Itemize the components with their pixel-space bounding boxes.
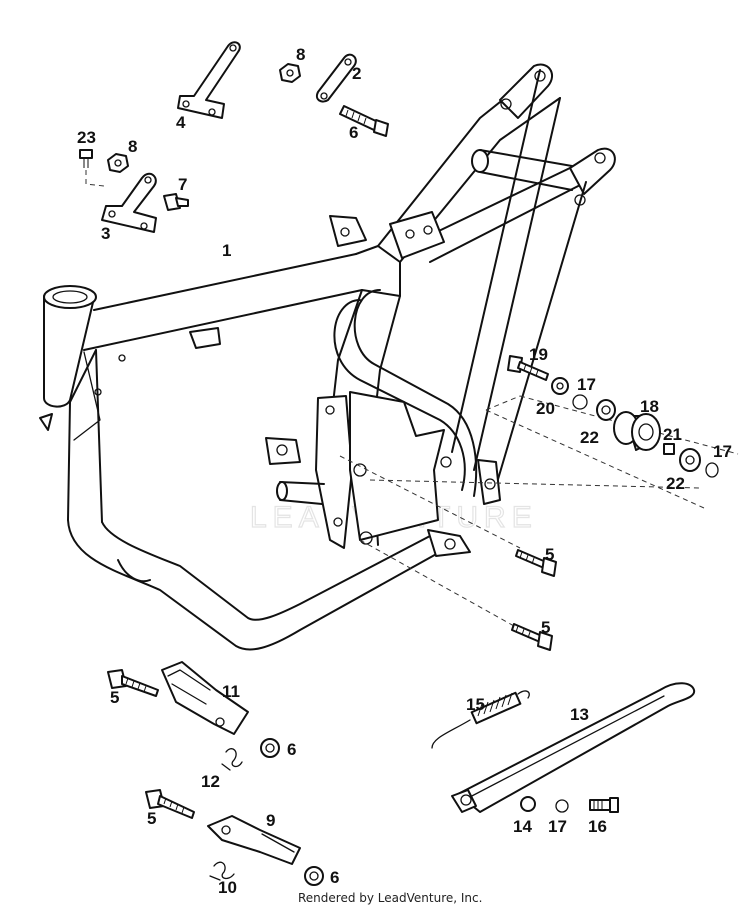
bolt-part-6-top <box>339 105 389 137</box>
callout-side-stand-13: 13 <box>570 705 589 724</box>
bushing-part-14 <box>520 796 536 812</box>
callout-footpeg-11: 11 <box>222 682 240 701</box>
bolt-part-5-peg-right <box>107 669 159 697</box>
callout-bolt-7: 7 <box>178 175 187 194</box>
washer-part-17-c <box>555 799 569 813</box>
callout-bolt-16: 16 <box>588 817 607 836</box>
side-stand-part-13 <box>451 682 696 813</box>
callout-bushing-14: 14 <box>513 817 532 836</box>
bolt-part-19 <box>507 355 549 381</box>
exploded-view-guides <box>85 170 739 627</box>
callout-bolt-19: 19 <box>529 345 548 364</box>
plate-part-2 <box>316 53 357 103</box>
washer-part-20 <box>551 377 569 395</box>
callout-bolt-5-low: 5 <box>541 618 550 637</box>
callout-frame: 1 <box>222 241 231 260</box>
bolt-part-16 <box>589 797 619 813</box>
footpeg-part-9 <box>207 815 301 865</box>
roller-part-18 <box>613 411 661 451</box>
spring-part-12 <box>221 748 243 771</box>
frame-drawing <box>39 63 616 651</box>
callout-bracket-3: 3 <box>101 224 110 243</box>
callout-washer-17-c: 17 <box>548 817 567 836</box>
callout-bolt-5-peg-right: 5 <box>110 688 119 707</box>
callout-washer-17-a: 17 <box>577 375 596 394</box>
callout-spring-12: 12 <box>201 772 220 791</box>
callout-bolt-5-peg-left: 5 <box>147 809 156 828</box>
nut-part-8-left <box>107 153 129 173</box>
bolt-part-5-mid <box>515 549 557 577</box>
spacer-part-21 <box>663 443 675 455</box>
spring-part-10 <box>209 861 235 881</box>
callout-roller-18: 18 <box>640 397 659 416</box>
screw-part-23 <box>79 149 93 168</box>
bolt-part-5-peg-left <box>145 789 195 819</box>
nut-part-8-top <box>279 63 301 83</box>
callout-bolt-6-top: 6 <box>349 123 358 142</box>
callout-washer-17-b: 17 <box>713 442 732 461</box>
callout-bracket-4: 4 <box>176 113 186 132</box>
callout-spacer-21: 21 <box>663 425 682 444</box>
callout-spring-15: 15 <box>466 695 485 714</box>
bolt-part-5-low <box>511 623 553 651</box>
bearing-part-22-b <box>679 448 701 472</box>
nut-part-6-peg-right <box>260 738 280 758</box>
callout-washer-20: 20 <box>536 399 555 418</box>
bolt-part-7 <box>163 193 189 211</box>
bracket-part-3 <box>101 172 157 233</box>
callout-screw-23: 23 <box>77 128 96 147</box>
bearing-part-22-a <box>596 399 616 421</box>
callout-bearing-22-b: 22 <box>666 474 685 493</box>
footer-credit: Rendered by LeadVenture, Inc. <box>298 891 482 905</box>
spring-part-15 <box>431 690 530 749</box>
callout-bolt-5-mid: 5 <box>545 545 554 564</box>
bracket-part-4 <box>177 41 241 119</box>
callout-nut-6-peg-right: 6 <box>287 740 296 759</box>
washer-part-17-a <box>572 394 588 410</box>
callout-nut-8-top: 8 <box>296 45 305 64</box>
washer-part-17-b <box>705 462 719 478</box>
callout-footpeg-9: 9 <box>266 811 275 830</box>
nut-part-6-peg-left <box>304 866 324 886</box>
callout-bearing-22-a: 22 <box>580 428 599 447</box>
callout-spring-10: 10 <box>218 878 237 897</box>
callout-bracket-2: 2 <box>352 64 361 83</box>
footpeg-part-11 <box>161 661 249 735</box>
callout-nut-8-left: 8 <box>128 137 137 156</box>
callout-nut-6-peg-left: 6 <box>330 868 339 887</box>
